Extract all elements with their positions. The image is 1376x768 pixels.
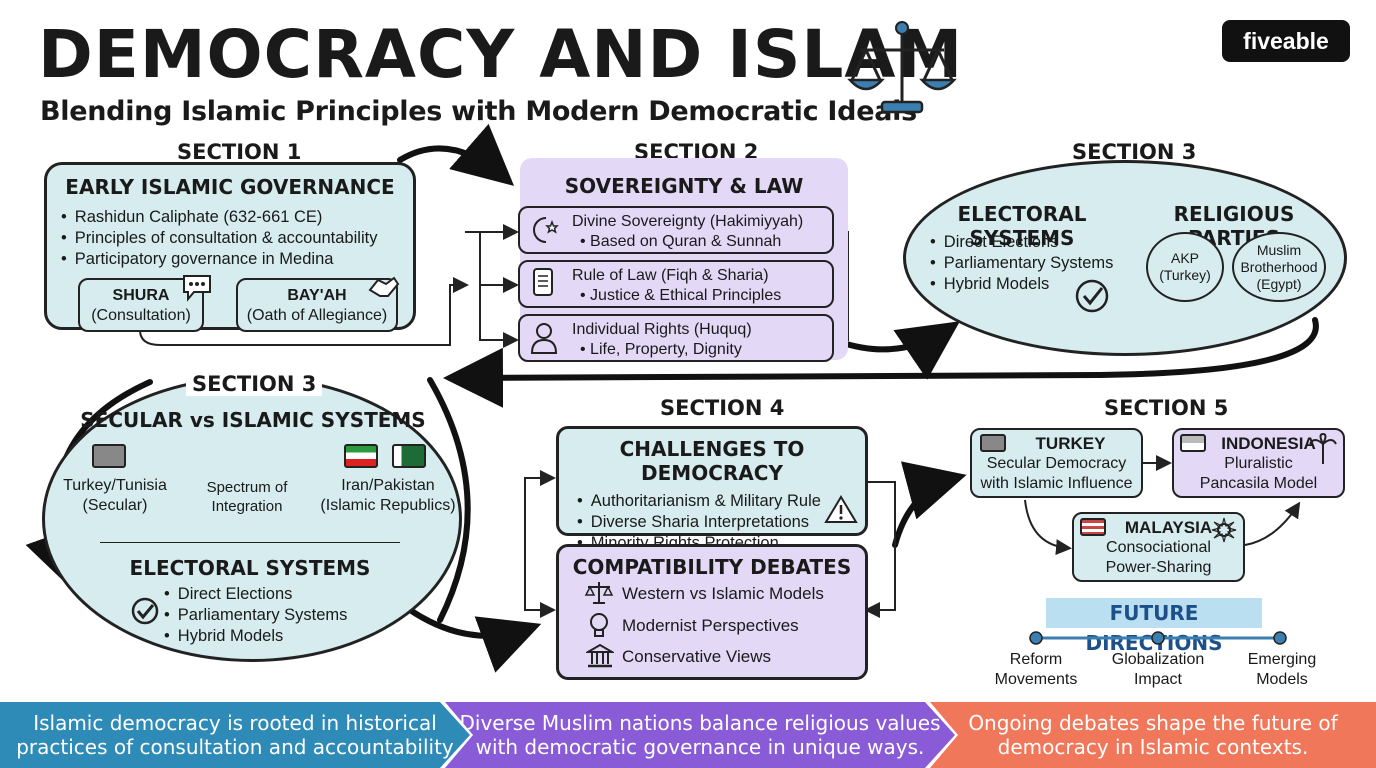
turkey-card[interactable]: TURKEY Secular Democracy with Islamic In… bbox=[970, 428, 1143, 498]
item-title: Divine Sovereignty (Hakimiyyah) bbox=[572, 213, 804, 230]
individual-rights-item[interactable]: Individual Rights (Huquq) • Life, Proper… bbox=[518, 314, 834, 362]
section3b-label: SECTION 3 bbox=[186, 372, 323, 396]
checkmark-icon bbox=[1075, 279, 1109, 313]
warning-icon bbox=[824, 495, 858, 523]
list-item: Hybrid Models bbox=[164, 626, 347, 647]
building-icon bbox=[586, 643, 614, 668]
list-item: Direct Elections bbox=[930, 232, 1113, 253]
speech-bubble-icon bbox=[183, 275, 211, 302]
item-subtitle: • Based on Quran & Sunnah bbox=[580, 233, 782, 250]
page-subtitle: Blending Islamic Principles with Modern … bbox=[40, 96, 917, 127]
list-item: Participatory governance in Medina bbox=[61, 249, 413, 270]
list-item: Hybrid Models bbox=[930, 274, 1113, 295]
divider bbox=[100, 542, 400, 543]
bayah-title: BAY'AH bbox=[287, 287, 347, 304]
brand-logo[interactable]: fiveable bbox=[1222, 20, 1350, 62]
palm-tree-icon bbox=[1309, 432, 1337, 464]
future-directions-heading: FUTURE DIRECTIONS bbox=[1046, 598, 1262, 655]
challenges-card[interactable]: CHALLENGES TO DEMOCRACY Authoritarianism… bbox=[556, 426, 868, 552]
pakistan-flag-icon bbox=[392, 444, 426, 468]
item-title: Rule of Law (Fiqh & Sharia) bbox=[572, 267, 769, 284]
list-item: Parliamentary Systems bbox=[164, 605, 348, 626]
challenges-heading: CHALLENGES TO DEMOCRACY bbox=[619, 437, 805, 485]
scales-icon bbox=[847, 21, 957, 114]
rule-of-law-item[interactable]: Rule of Law (Fiqh & Sharia) • Justice & … bbox=[518, 260, 834, 308]
challenges-list: Authoritarianism & Military Rule Diverse… bbox=[577, 491, 865, 554]
malaysia-flag-icon bbox=[1080, 518, 1106, 536]
party-akp[interactable]: AKP(Turkey) bbox=[1146, 232, 1224, 302]
section1-bullets: Rashidun Caliphate (632-661 CE) Principl… bbox=[61, 207, 413, 270]
bayah-subtitle: (Oath of Allegiance) bbox=[246, 307, 388, 324]
section3b-electoral-heading: ELECTORAL SYSTEMS bbox=[129, 556, 371, 580]
spectrum-label: Spectrum of Integration bbox=[206, 479, 288, 515]
list-item: Direct Elections bbox=[164, 584, 347, 605]
banner-summary-2: Diverse Muslim nations balance religious… bbox=[445, 702, 955, 768]
iran-flag-icon bbox=[344, 444, 378, 468]
section3a-label: SECTION 3 bbox=[1066, 140, 1203, 164]
section3b-electoral-list: Direct Elections Parliamentary Systems H… bbox=[164, 584, 348, 647]
shura-subtitle: (Consultation) bbox=[91, 307, 191, 324]
lightbulb-icon bbox=[590, 613, 608, 637]
star-ornament-icon bbox=[1211, 517, 1237, 543]
section3a-electoral-list: Direct Elections Parliamentary Systems H… bbox=[930, 232, 1114, 295]
person-icon bbox=[530, 323, 558, 354]
list-item: Principles of consultation & accountabil… bbox=[61, 228, 413, 249]
indonesia-flag-icon bbox=[1180, 434, 1206, 452]
debates-heading: COMPATIBILITY DEBATES bbox=[572, 555, 852, 579]
section4-label: SECTION 4 bbox=[654, 396, 791, 420]
banner-summary-1: Islamic democracy is rooted in historica… bbox=[0, 702, 470, 768]
section1-label: SECTION 1 bbox=[171, 140, 308, 164]
scroll-icon bbox=[533, 268, 553, 296]
sovereignty-item[interactable]: Divine Sovereignty (Hakimiyyah) • Based … bbox=[518, 206, 834, 254]
turkey-flag-icon bbox=[92, 444, 126, 468]
future-timeline bbox=[1029, 631, 1287, 645]
debate-item: Western vs Islamic Models bbox=[622, 584, 824, 603]
islamic-republics: Iran/Pakistan (Islamic Republics) bbox=[320, 477, 456, 514]
section5-label: SECTION 5 bbox=[1098, 396, 1235, 420]
item-subtitle: • Life, Property, Dignity bbox=[580, 341, 742, 358]
shura-title: SHURA bbox=[112, 287, 170, 304]
checkmark-icon bbox=[131, 597, 159, 625]
debate-item: Modernist Perspectives bbox=[622, 616, 799, 635]
list-item: Parliamentary Systems bbox=[930, 253, 1114, 274]
page-title: DEMOCRACY AND ISLAM bbox=[38, 16, 964, 93]
section3b-heading: SECULAR vs ISLAMIC SYSTEMS bbox=[80, 408, 426, 432]
scales-icon bbox=[584, 582, 614, 604]
list-item: Diverse Sharia Interpretations bbox=[577, 512, 865, 533]
item-title: Individual Rights (Huquq) bbox=[572, 321, 752, 338]
section2-heading: SOVEREIGNTY & LAW bbox=[564, 174, 804, 198]
handshake-icon bbox=[368, 276, 400, 297]
bayah-card[interactable]: BAY'AH (Oath of Allegiance) bbox=[236, 278, 398, 332]
debate-item: Conservative Views bbox=[622, 647, 771, 666]
list-item: Authoritarianism & Military Rule bbox=[577, 491, 865, 512]
list-item: Rashidun Caliphate (632-661 CE) bbox=[61, 207, 413, 228]
section1-heading: EARLY ISLAMIC GOVERNANCE bbox=[65, 175, 395, 199]
turkey-flag-icon bbox=[980, 434, 1006, 452]
crescent-star-icon bbox=[533, 217, 559, 243]
item-subtitle: • Justice & Ethical Principles bbox=[580, 287, 782, 304]
secular-systems: Turkey/Tunisia (Secular) bbox=[63, 477, 167, 514]
